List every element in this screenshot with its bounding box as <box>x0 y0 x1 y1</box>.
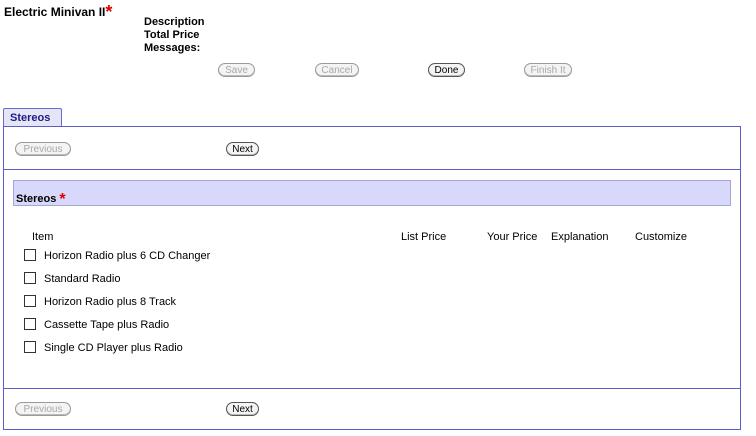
item-checkbox[interactable] <box>24 249 36 262</box>
page-title-text: Electric Minivan II <box>4 5 106 19</box>
done-button[interactable]: Done <box>428 63 465 77</box>
item-checkbox[interactable] <box>24 318 36 331</box>
item-label: Cassette Tape plus Radio <box>44 319 170 331</box>
divider <box>4 169 740 170</box>
item-checkbox[interactable] <box>24 295 36 308</box>
item-label: Horizon Radio plus 6 CD Changer <box>44 250 211 262</box>
list-item: Standard Radio <box>24 272 121 287</box>
required-indicator: * <box>59 191 66 208</box>
tab-stereos[interactable]: Stereos <box>3 108 62 127</box>
next-button-bottom[interactable]: Next <box>226 402 259 416</box>
column-header-item: Item <box>32 231 54 243</box>
section-header: Stereos* <box>13 180 731 208</box>
total-price-label: Total Price <box>144 29 200 41</box>
required-indicator: * <box>105 2 113 22</box>
item-label: Single CD Player plus Radio <box>44 342 183 354</box>
previous-button-top[interactable]: Previous <box>15 142 71 156</box>
page-title: Electric Minivan II* <box>4 0 113 22</box>
previous-button-bottom[interactable]: Previous <box>15 402 71 416</box>
messages-label: Messages: <box>144 42 201 54</box>
list-item: Single CD Player plus Radio <box>24 341 183 356</box>
save-button[interactable]: Save <box>218 63 255 77</box>
list-item: Cassette Tape plus Radio <box>24 318 170 333</box>
cancel-button[interactable]: Cancel <box>315 63 359 77</box>
summary-labels: Description Total Price Messages: <box>144 16 205 55</box>
column-header-your-price: Your Price <box>487 231 538 243</box>
item-checkbox[interactable] <box>24 272 36 285</box>
list-item: Horizon Radio plus 8 Track <box>24 295 177 310</box>
section-title: Stereos <box>16 193 57 205</box>
list-item: Horizon Radio plus 6 CD Changer <box>24 249 211 264</box>
configurator-panel: Previous Next Stereos* Item List Price Y… <box>3 126 741 430</box>
column-header-list-price: List Price <box>401 231 447 243</box>
next-button-top[interactable]: Next <box>226 142 259 156</box>
item-checkbox[interactable] <box>24 341 36 354</box>
item-label: Standard Radio <box>44 273 121 285</box>
description-label: Description <box>144 16 205 28</box>
finish-it-button[interactable]: Finish It <box>524 63 572 77</box>
divider <box>4 388 740 389</box>
column-header-explanation: Explanation <box>551 231 609 243</box>
column-header-customize: Customize <box>635 231 687 243</box>
item-label: Horizon Radio plus 8 Track <box>44 296 177 308</box>
